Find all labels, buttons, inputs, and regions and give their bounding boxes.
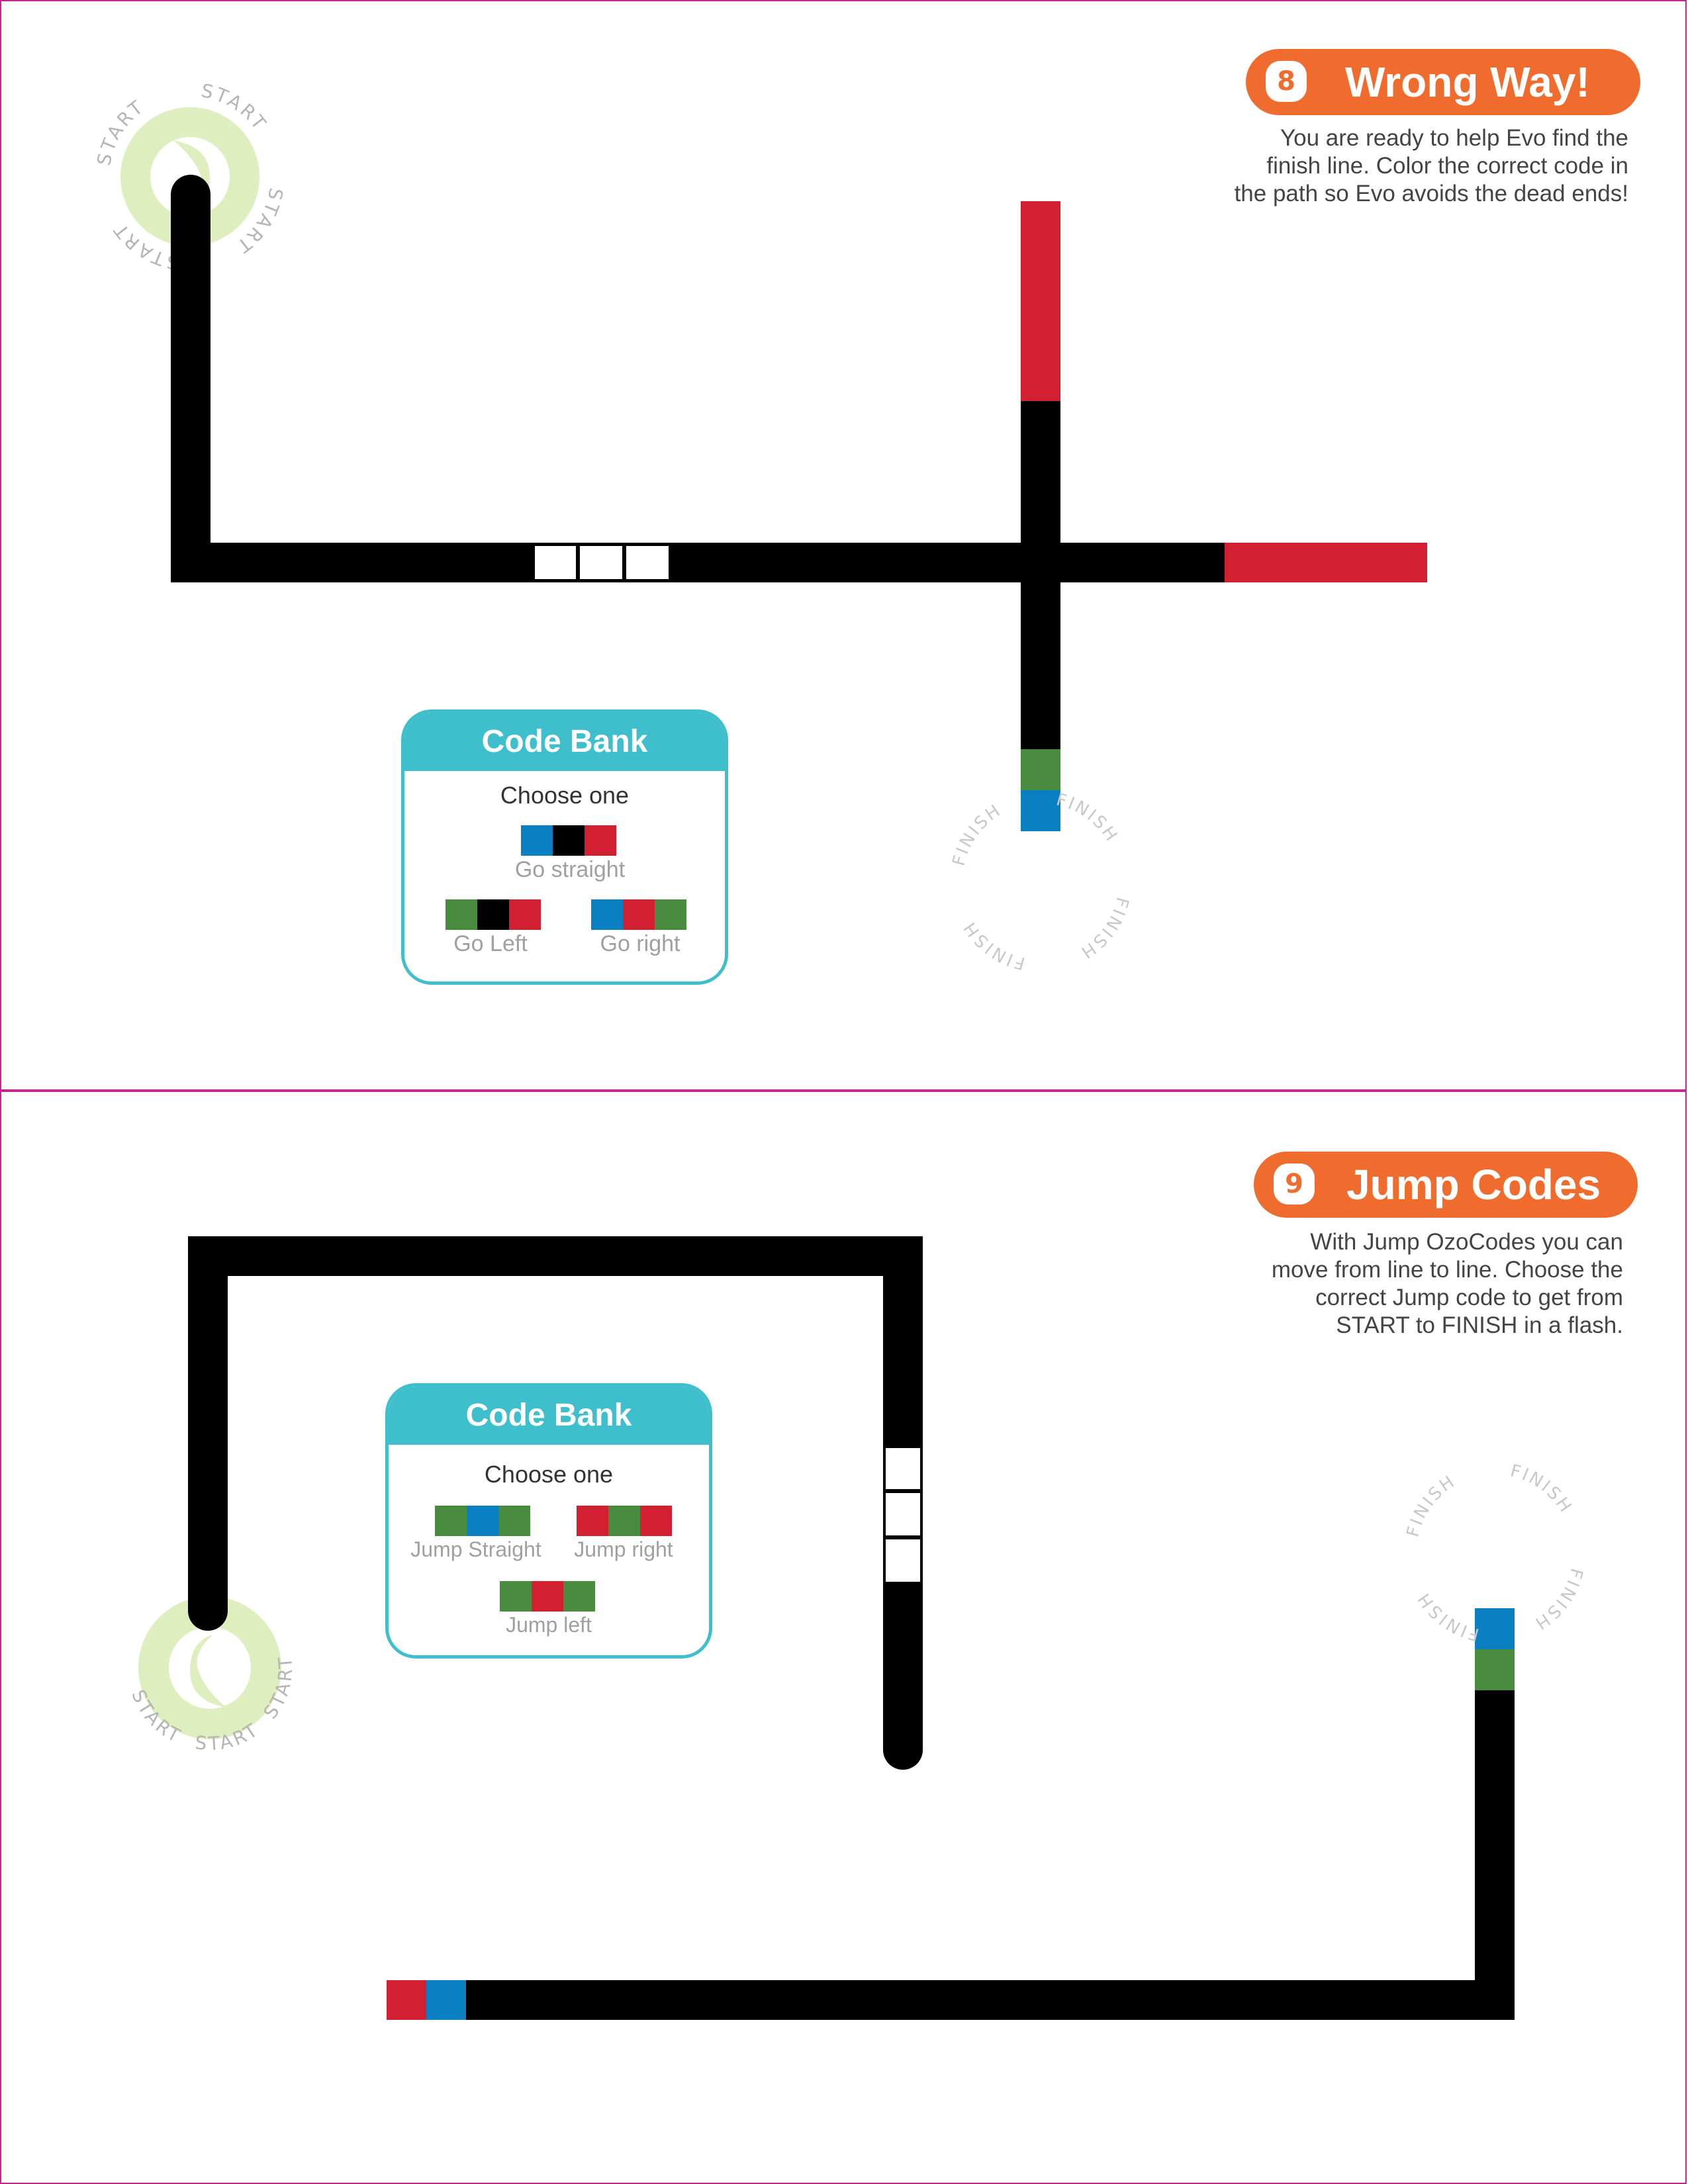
activity-9-number: 9 — [1274, 1163, 1315, 1205]
code-slot[interactable] — [580, 546, 622, 579]
track-left-vertical — [188, 1236, 228, 1631]
code-bank-panel: Code Bank Choose one Jump Straight Jump … — [385, 1383, 712, 1659]
code-label-go-right: Go right — [600, 931, 680, 956]
finish-label: FINISH — [1054, 790, 1120, 846]
red-segment — [387, 1980, 426, 2020]
finish-label: FINISH — [1076, 895, 1130, 963]
code-slot[interactable] — [535, 546, 576, 579]
code-slot-group — [883, 1445, 923, 1584]
code-label-jump-left: Jump left — [506, 1613, 592, 1637]
code-swatch — [585, 825, 616, 856]
finish-ring-icon: FINISH FINISH FINISH FINISH — [1403, 1461, 1586, 1645]
code-label-go-straight: Go straight — [514, 857, 626, 882]
code-bank-subtitle: Choose one — [484, 1461, 614, 1488]
finish-label: FINISH — [1530, 1566, 1584, 1634]
red-dead-end-right — [1225, 543, 1427, 582]
svg-text:FINISH: FINISH — [1403, 1471, 1460, 1539]
svg-text:FINISH: FINISH — [1054, 790, 1122, 846]
svg-text:FINISH: FINISH — [949, 800, 1006, 868]
code-bank-title: Code Bank — [404, 713, 725, 771]
code-bank-title: Code Bank — [389, 1387, 709, 1445]
code-bank-subtitle: Choose one — [500, 782, 630, 809]
track-top-horizontal — [188, 1236, 923, 1276]
code-swatch — [591, 899, 623, 930]
code-swatch — [553, 825, 585, 856]
code-swatch — [467, 1506, 498, 1536]
description-line: finish line. Color the correct code in — [1266, 153, 1628, 179]
start-ring-icon: START START START — [127, 1596, 295, 1754]
code-swatch — [563, 1581, 595, 1612]
activity-8-number: 8 — [1266, 61, 1307, 102]
activity-9-title: Jump Codes — [1346, 1161, 1601, 1208]
code-label-jump-straight: Jump Straight — [410, 1537, 541, 1561]
code-swatch — [577, 1506, 608, 1536]
description-line: You are ready to help Evo find the — [1280, 125, 1628, 151]
svg-text:FINISH: FINISH — [959, 917, 1027, 973]
description-line: move from line to line. Choose the — [1271, 1257, 1623, 1283]
code-swatch — [623, 899, 655, 930]
code-swatch — [655, 899, 686, 930]
code-swatch — [521, 825, 553, 856]
code-option-go-straight[interactable] — [521, 825, 616, 856]
activity-8-header-badge: 8 Wrong Way! — [1246, 49, 1640, 115]
track-horizontal — [171, 543, 1226, 582]
code-option-jump-left[interactable] — [500, 1581, 595, 1612]
finish-label: FINISH — [949, 800, 1004, 868]
finish-label: FINISH — [1413, 1588, 1479, 1644]
code-swatch — [498, 1506, 530, 1536]
green-end-segment — [1475, 1649, 1515, 1690]
finish-label: FINISH — [1403, 1471, 1458, 1539]
activity-9-description: With Jump OzoCodes you can move from lin… — [1272, 1228, 1623, 1340]
code-swatch — [532, 1581, 563, 1612]
description-line: With Jump OzoCodes you can — [1310, 1229, 1623, 1255]
description-line: START to FINISH in a flash. — [1336, 1312, 1623, 1338]
svg-text:FINISH: FINISH — [1508, 1461, 1576, 1518]
code-bank-panel: Code Bank Choose one Go straight Go Left… — [401, 709, 728, 985]
start-ring-icon: START START START START — [94, 81, 285, 273]
code-option-go-right[interactable] — [591, 899, 686, 930]
description-line: correct Jump code to get from — [1315, 1285, 1623, 1310]
activity-8-title: Wrong Way! — [1345, 58, 1590, 106]
code-swatch — [509, 899, 541, 930]
code-label-go-left: Go Left — [453, 931, 528, 956]
track-bottom-horizontal — [466, 1980, 1515, 2020]
code-slot[interactable] — [886, 1493, 920, 1535]
svg-text:FINISH: FINISH — [1530, 1566, 1586, 1634]
svg-text:FINISH: FINISH — [1076, 895, 1132, 963]
code-label-jump-right: Jump right — [574, 1537, 673, 1561]
finish-label: FINISH — [959, 917, 1025, 973]
code-slot[interactable] — [886, 1448, 920, 1489]
code-slot[interactable] — [626, 546, 669, 579]
blue-end-segment — [1475, 1608, 1515, 1649]
code-option-jump-straight[interactable] — [435, 1506, 530, 1536]
activity-8-description: You are ready to help Evo find the finis… — [1235, 124, 1628, 208]
code-slot[interactable] — [886, 1539, 920, 1582]
activity-9-page: 9 Jump Codes With Jump OzoCodes you can … — [0, 1091, 1687, 2184]
finish-label: FINISH — [1508, 1461, 1574, 1518]
description-line: the path so Evo avoids the dead ends! — [1234, 181, 1628, 206]
track-vertical-cross — [1021, 400, 1060, 751]
code-swatch — [477, 899, 509, 930]
finish-ring-icon: FINISH FINISH FINISH FINISH — [949, 790, 1132, 974]
activity-9-header-badge: 9 Jump Codes — [1254, 1152, 1638, 1218]
code-swatch — [500, 1581, 532, 1612]
red-dead-end-up — [1021, 201, 1060, 401]
green-end-segment — [1021, 749, 1060, 790]
track-vertical-start — [171, 175, 211, 582]
code-swatch — [608, 1506, 640, 1536]
blue-end-segment — [1021, 790, 1060, 831]
code-swatch — [445, 899, 477, 930]
code-swatch — [640, 1506, 672, 1536]
track-finish-vertical — [1475, 1689, 1515, 2020]
blue-segment — [426, 1980, 467, 2020]
code-option-jump-right[interactable] — [577, 1506, 672, 1536]
activity-8-page: 8 Wrong Way! You are ready to help Evo f… — [0, 0, 1687, 1091]
svg-text:FINISH: FINISH — [1413, 1588, 1481, 1644]
code-slot-group — [531, 543, 673, 582]
code-option-go-left[interactable] — [445, 899, 541, 930]
code-swatch — [435, 1506, 467, 1536]
